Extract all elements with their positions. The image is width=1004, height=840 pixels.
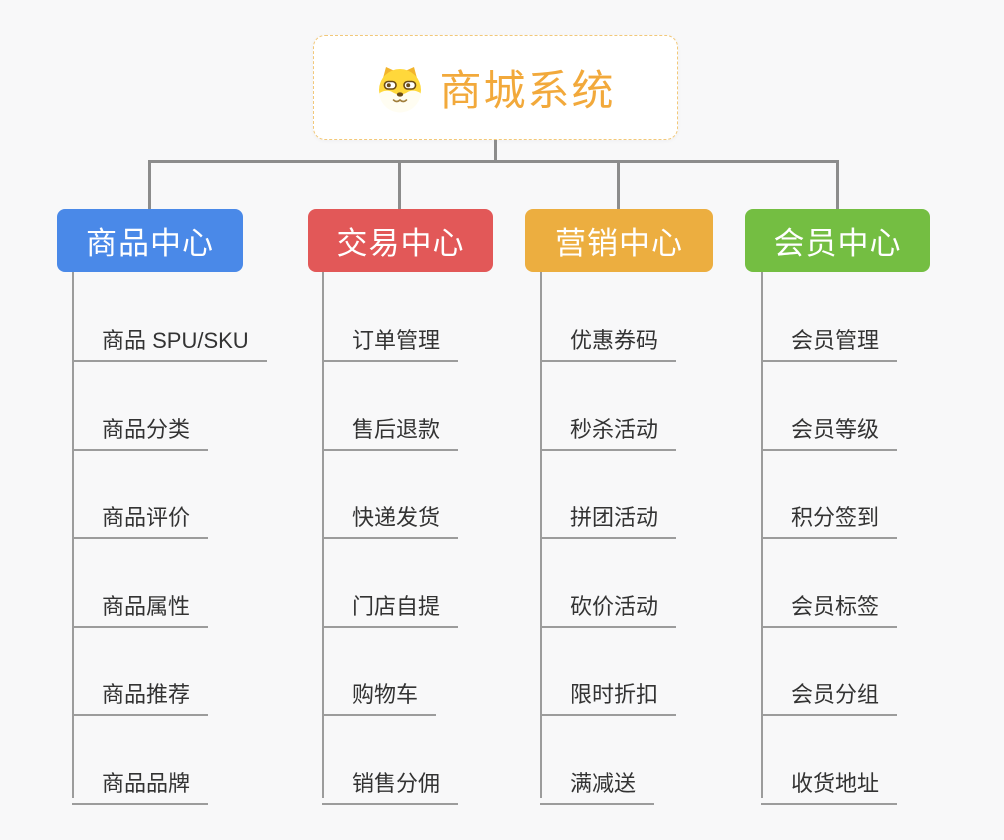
branch-node-marketing-center[interactable]: 营销中心 (525, 209, 713, 272)
branch-spine-line (72, 272, 74, 798)
child-node[interactable]: 会员分组 (761, 669, 898, 716)
child-node[interactable]: 门店自提 (322, 581, 459, 628)
child-node[interactable]: 拼团活动 (540, 492, 677, 539)
child-node[interactable]: 会员标签 (761, 581, 898, 628)
branch-spine-line (540, 272, 542, 798)
child-node[interactable]: 快递发货 (322, 492, 459, 539)
connector-horizontal-line (148, 160, 839, 163)
dog-face-icon (379, 66, 422, 112)
child-node[interactable]: 商品属性 (72, 581, 209, 628)
connector-root-drop-line (494, 140, 497, 161)
connector-drop-line-product (148, 160, 151, 209)
child-node[interactable]: 商品 SPU/SKU (72, 315, 267, 362)
child-node[interactable]: 砍价活动 (540, 581, 677, 628)
connector-drop-line-member (836, 160, 839, 209)
connector-drop-line-marketing (617, 160, 620, 209)
child-node[interactable]: 收货地址 (761, 758, 898, 805)
root-node-title: 商城系统 (439, 67, 616, 114)
branch-spine-line (761, 272, 763, 798)
branch-node-trade-center[interactable]: 交易中心 (308, 209, 493, 272)
child-node[interactable]: 商品推荐 (72, 669, 209, 716)
connector-drop-line-trade (398, 160, 401, 209)
child-node[interactable]: 购物车 (322, 669, 437, 716)
child-node[interactable]: 商品分类 (72, 404, 209, 451)
branch-spine-line (322, 272, 324, 798)
child-node[interactable]: 积分签到 (761, 492, 898, 539)
root-node[interactable]: 商城系统 (313, 35, 678, 140)
child-node[interactable]: 销售分佣 (322, 758, 459, 805)
child-node[interactable]: 优惠券码 (540, 315, 677, 362)
child-node[interactable]: 商品评价 (72, 492, 209, 539)
branch-node-product-center[interactable]: 商品中心 (57, 209, 243, 272)
branch-node-member-center[interactable]: 会员中心 (745, 209, 930, 272)
child-node[interactable]: 商品品牌 (72, 758, 209, 805)
child-node[interactable]: 售后退款 (322, 404, 459, 451)
child-node[interactable]: 会员等级 (761, 404, 898, 451)
child-node[interactable]: 满减送 (540, 758, 655, 805)
child-node[interactable]: 限时折扣 (540, 669, 677, 716)
child-node[interactable]: 秒杀活动 (540, 404, 677, 451)
child-node[interactable]: 会员管理 (761, 315, 898, 362)
child-node[interactable]: 订单管理 (322, 315, 459, 362)
